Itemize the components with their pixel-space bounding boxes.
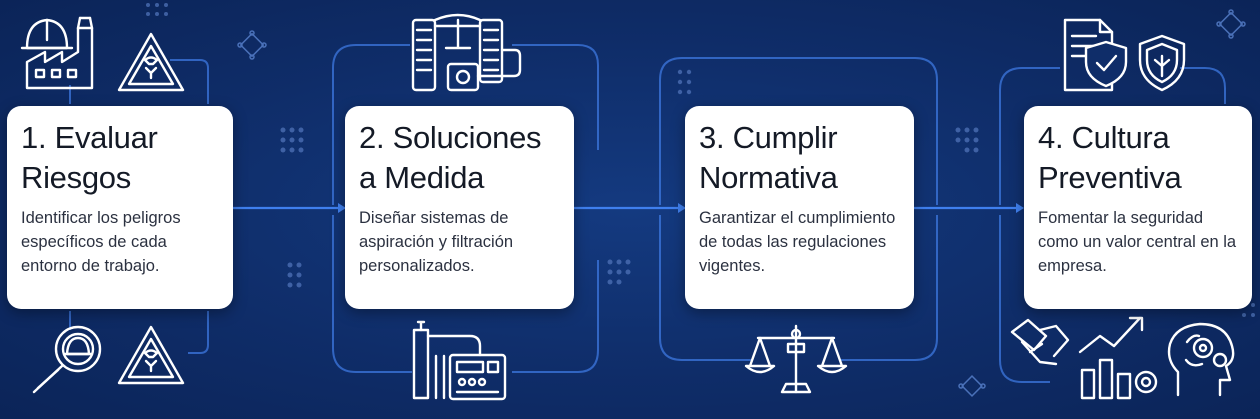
step-description: Garantizar el cumplimiento de todas las … bbox=[699, 209, 896, 275]
step-title: 1. Evaluar Riesgos bbox=[21, 120, 158, 195]
factory-icon bbox=[20, 16, 94, 90]
magnifier-helmet-icon bbox=[32, 325, 102, 394]
step-description: Fomentar la seguridad como un valor cent… bbox=[1038, 209, 1237, 275]
step-title: 4. Cultura Preventiva bbox=[1038, 120, 1182, 195]
step-title: 3. Cumplir Normativa bbox=[699, 120, 838, 195]
step-title: 2. Soluciones a Medida bbox=[359, 120, 542, 195]
hazard-warning-icon bbox=[117, 32, 185, 92]
brain-gears-icon bbox=[1167, 322, 1235, 397]
document-shield-icon bbox=[1063, 18, 1128, 92]
hazard-warning-icon bbox=[117, 325, 185, 385]
step-description: Diseñar sistemas de aspiración y filtrac… bbox=[359, 209, 514, 275]
filtration-system-icon bbox=[411, 13, 522, 92]
step-card-1: 1. Evaluar Riesgos Identificar los pelig… bbox=[7, 106, 233, 309]
step-description: Identificar los peligros específicos de … bbox=[21, 209, 181, 275]
step-card-2: 2. Soluciones a Medida Diseñar sistemas … bbox=[345, 106, 574, 309]
step-card-4: 4. Cultura Preventiva Fomentar la seguri… bbox=[1024, 106, 1252, 309]
balance-scale-icon bbox=[744, 324, 848, 394]
shield-icon bbox=[1138, 34, 1186, 92]
growth-chart-icon bbox=[1078, 316, 1158, 400]
handshake-icon bbox=[1010, 318, 1070, 366]
step-card-3: 3. Cumplir Normativa Garantizar el cumpl… bbox=[685, 106, 914, 309]
aspiration-machine-icon bbox=[412, 320, 507, 401]
